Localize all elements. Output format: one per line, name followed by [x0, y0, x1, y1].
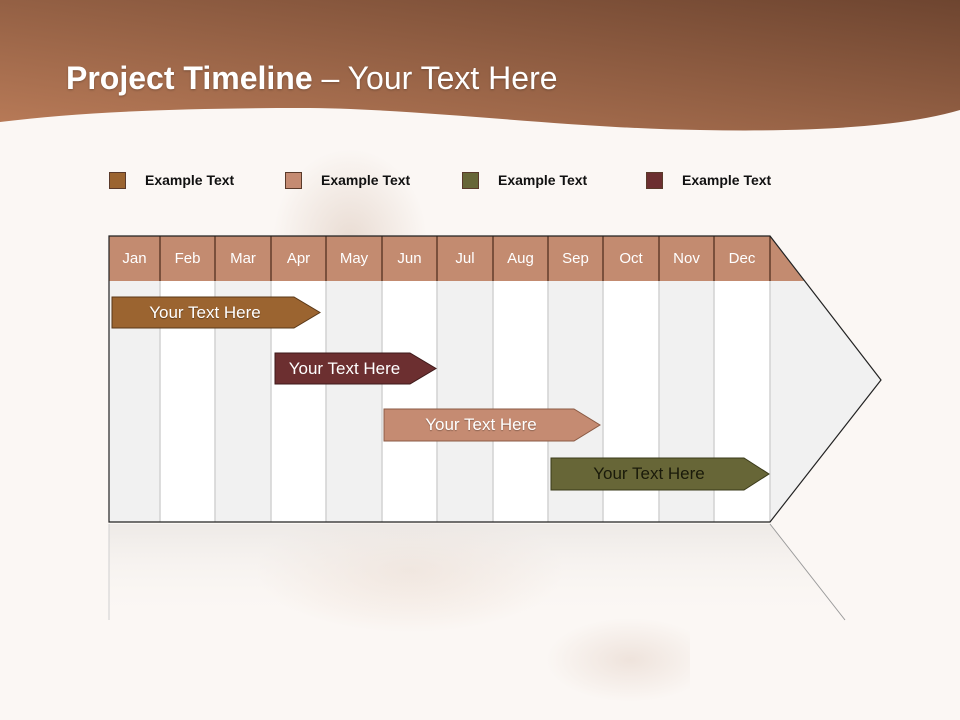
legend-label: Example Text — [321, 172, 411, 188]
month-oct: Oct — [619, 250, 643, 267]
legend-item: Example Text — [285, 170, 410, 190]
legend-item: Example Text — [646, 170, 771, 190]
month-feb: Feb — [174, 250, 201, 267]
legend-label: Example Text — [498, 172, 588, 188]
month-may: May — [339, 250, 369, 267]
legend-swatch — [285, 171, 302, 189]
legend-swatch — [646, 171, 663, 189]
legend-swatch — [109, 171, 126, 189]
legend-swatch — [462, 171, 479, 189]
month-dec: Dec — [728, 250, 756, 267]
month-aug: Aug — [507, 250, 534, 267]
month-apr: Apr — [286, 250, 311, 267]
legend-label: Example Text — [145, 172, 235, 188]
legend-item: Example Text — [109, 170, 234, 190]
title-rest: – Your Text Here — [312, 60, 558, 96]
task-bar[interactable]: Your Text Here — [288, 359, 401, 378]
legend-item: Example Text — [462, 170, 587, 190]
header-band — [0, 0, 960, 131]
month-jun: Jun — [397, 250, 422, 267]
page-title: Project Timeline – Your Text Here — [66, 60, 558, 97]
task-bar[interactable]: Your Text Here — [149, 303, 261, 322]
legend: Example Text Example Text Example Text E… — [0, 170, 960, 194]
month-sep: Sep — [562, 250, 589, 267]
month-nov: Nov — [673, 250, 700, 267]
legend-label: Example Text — [682, 172, 772, 188]
month-jul: Jul — [455, 250, 475, 267]
month-jan: Jan — [122, 250, 147, 267]
title-bold: Project Timeline — [66, 60, 313, 96]
task-bar[interactable]: Your Text Here — [593, 464, 705, 483]
task-bar[interactable]: Your Text Here — [425, 415, 537, 434]
month-mar: Mar — [230, 250, 256, 267]
